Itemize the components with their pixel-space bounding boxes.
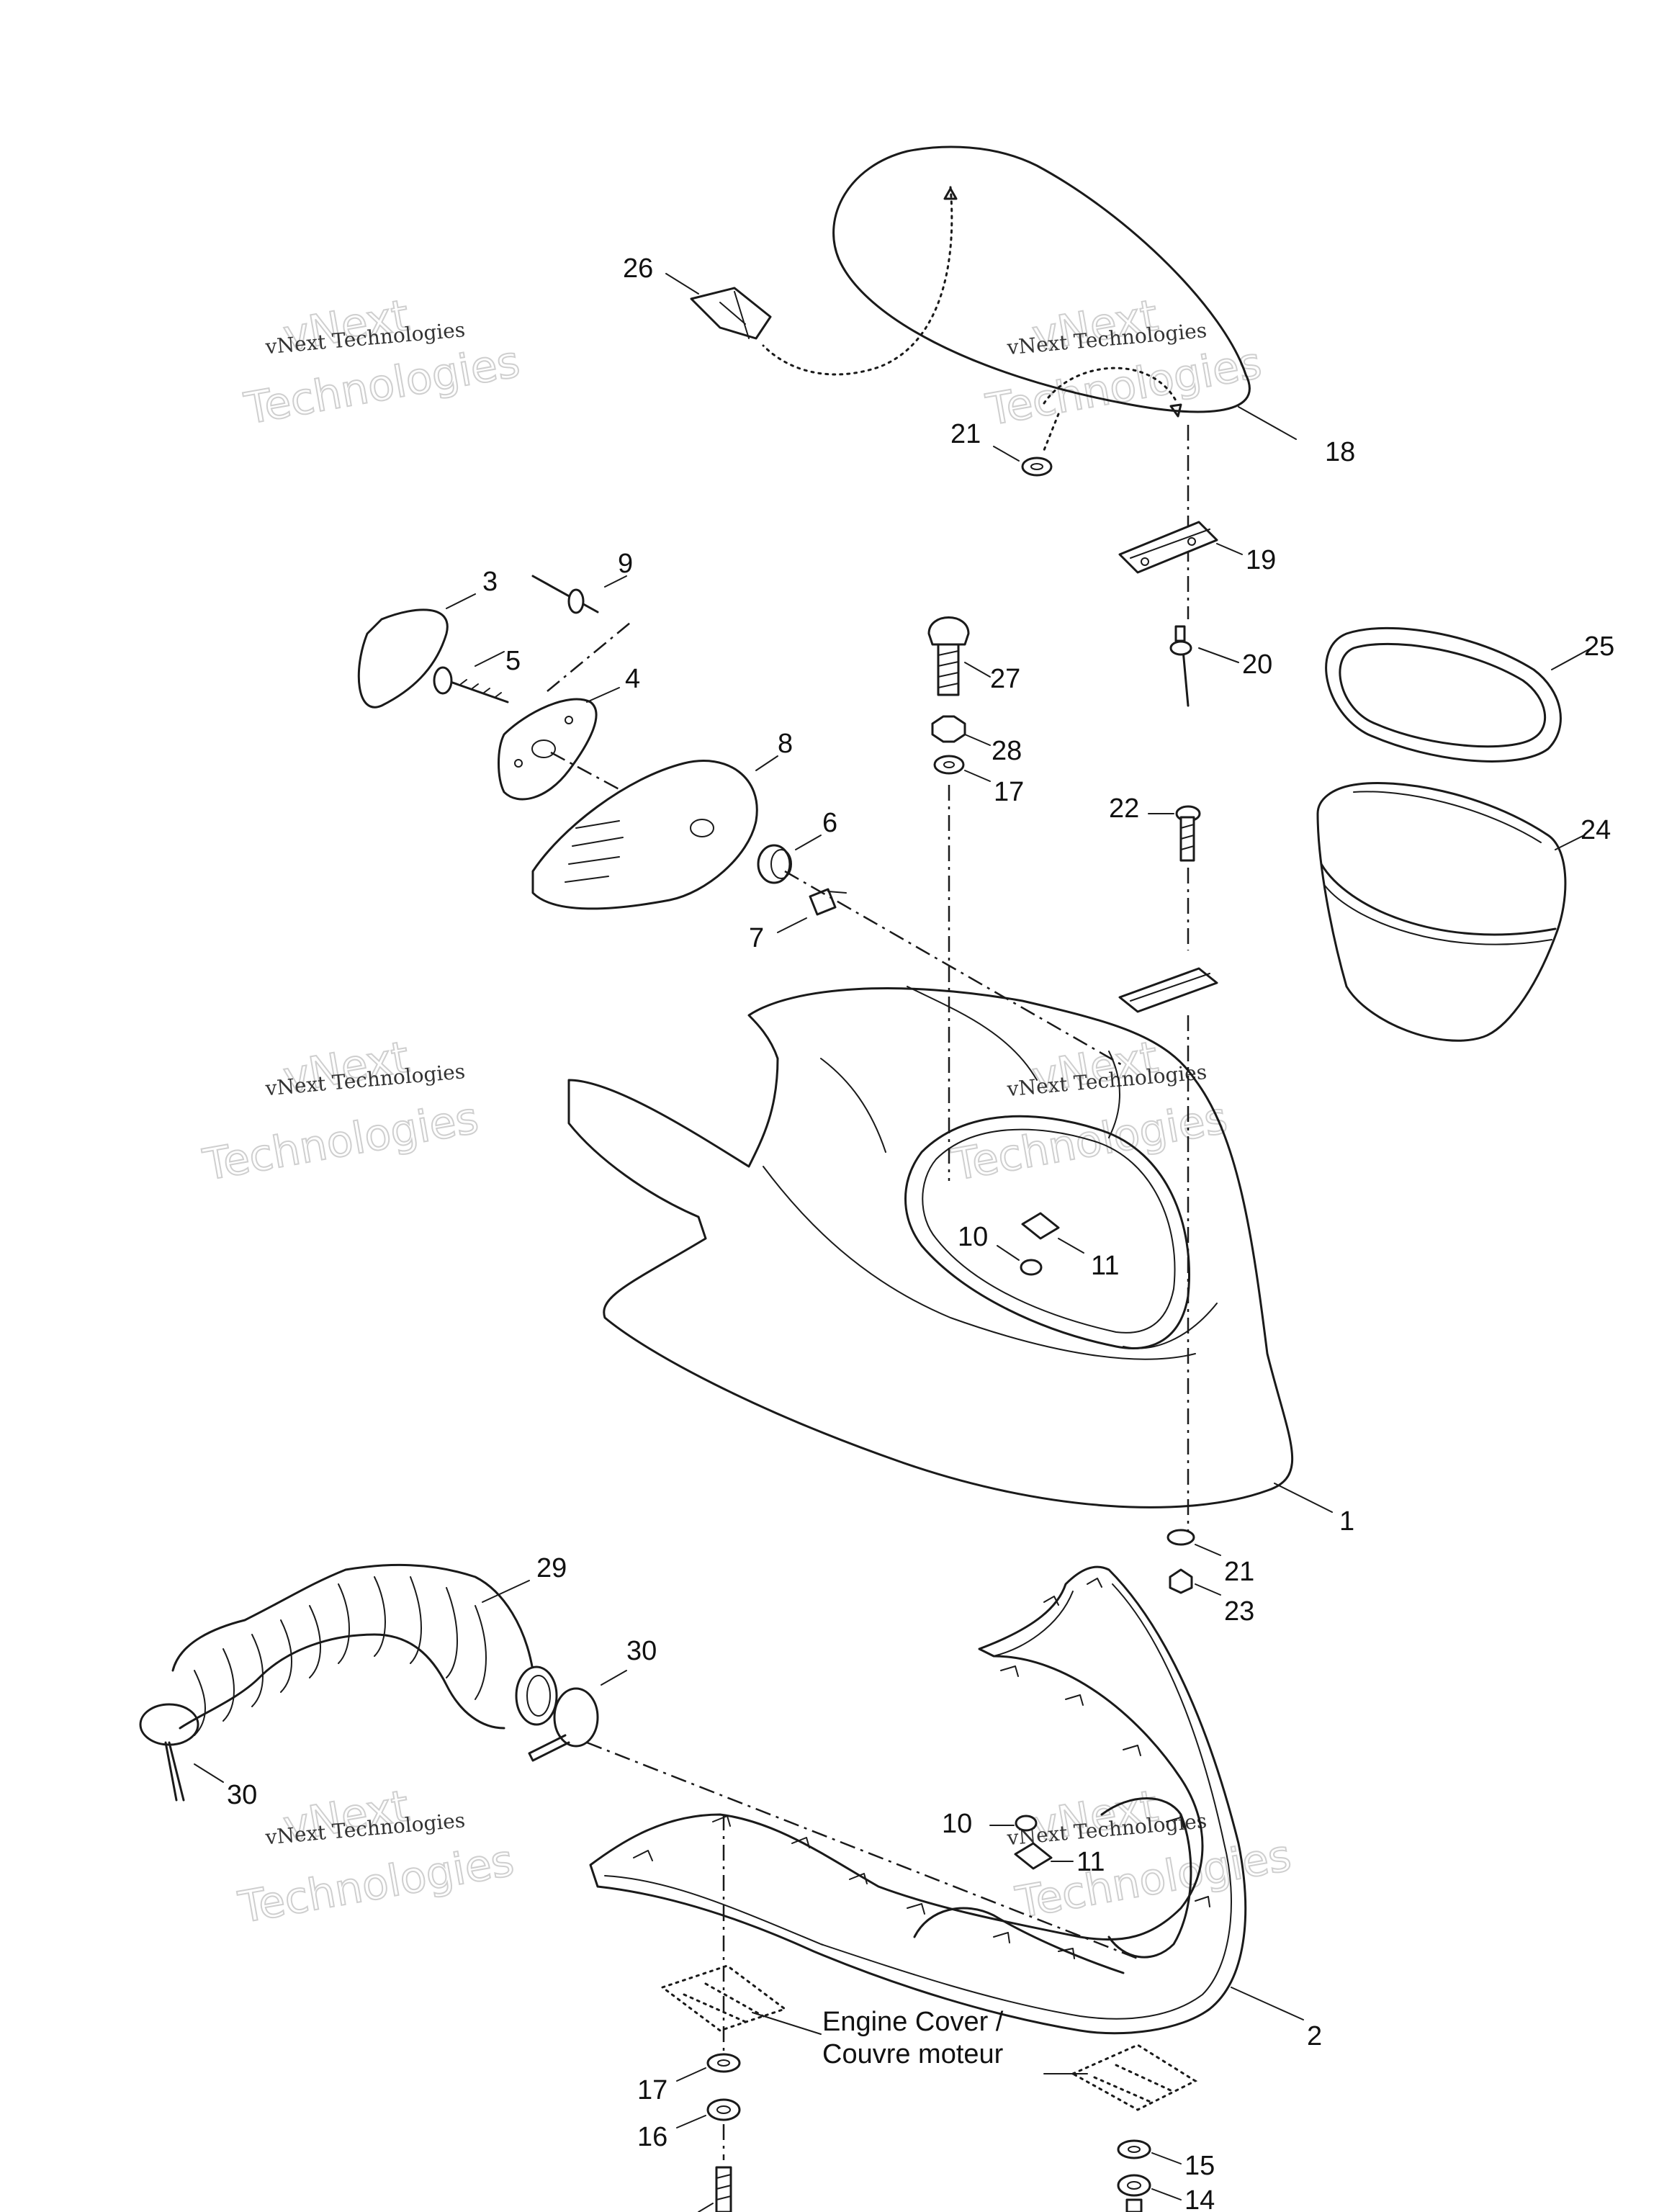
part-3-lens: [357, 608, 449, 709]
part-16-washer: [706, 2098, 741, 2121]
part-17-washer-bottom: [706, 2053, 741, 2073]
part-27-bolt: [927, 616, 970, 696]
label-21-top: 21: [950, 419, 981, 449]
label-30-left: 30: [227, 1780, 257, 1810]
stud-right: [1125, 2198, 1143, 2212]
part-22-screw: [1175, 805, 1201, 862]
part-25-seal: [1325, 626, 1562, 763]
part-30-tie-right: [528, 1687, 599, 1762]
label-16: 16: [637, 2122, 667, 2152]
label-29: 29: [536, 1553, 567, 1583]
label-14: 14: [1184, 2185, 1215, 2212]
watermark-big-text: Technologies: [199, 1093, 482, 1191]
engine-cover-pad-left: [660, 1964, 788, 2032]
watermark-big-text: Technologies: [235, 1835, 518, 1933]
part-23-nut: [1169, 1568, 1193, 1594]
label-15: 15: [1184, 2151, 1215, 2181]
part-10-nut-top: [1020, 1259, 1043, 1276]
engine-cover-pad-right: [1070, 2044, 1198, 2111]
stud-left: [715, 2166, 732, 2212]
label-10-bottom: 10: [942, 1809, 972, 1839]
label-24: 24: [1581, 815, 1611, 845]
label-17-top: 17: [994, 777, 1024, 807]
hinge-lower: [1118, 967, 1218, 1013]
part-10-nut-bottom: [1015, 1815, 1038, 1832]
part-7-wing-nut: [809, 888, 847, 916]
part-21-washer-bottom: [1166, 1529, 1195, 1546]
part-9-rivet: [531, 575, 599, 614]
part-5-screw: [433, 666, 509, 703]
label-8: 8: [778, 729, 793, 759]
label-18: 18: [1325, 437, 1355, 467]
part-11-clip-top: [1021, 1212, 1060, 1240]
label-7: 7: [749, 923, 764, 953]
part-30-tie-left: [139, 1703, 199, 1802]
part-4-bracket: [498, 698, 598, 801]
engine-cover-caption-line1: Engine Cover /: [822, 2007, 1004, 2037]
part-8-vent-housing: [531, 760, 758, 910]
part-28-nut: [931, 715, 966, 743]
part-17-washer-top: [933, 755, 965, 775]
label-11-top: 11: [1091, 1251, 1119, 1281]
part-6-ring: [757, 844, 792, 884]
label-2: 2: [1307, 2021, 1322, 2051]
part-24-bin: [1316, 782, 1567, 1042]
label-28: 28: [992, 736, 1022, 766]
part-26-latch: [665, 273, 772, 340]
part-11-clip-bottom: [1014, 1842, 1053, 1870]
label-3: 3: [482, 567, 498, 597]
label-9: 9: [618, 549, 633, 579]
label-22: 22: [1109, 793, 1139, 824]
part-21-washer-top: [1021, 457, 1053, 477]
label-23: 23: [1224, 1596, 1254, 1627]
engine-cover-caption-line2: Couvre moteur: [822, 2039, 1004, 2069]
part-2-lower-hull: [589, 1565, 1247, 2035]
label-19: 19: [1246, 545, 1276, 575]
part-19-hinge: [1118, 521, 1218, 574]
label-21-bottom: 21: [1224, 1557, 1254, 1587]
label-5: 5: [505, 646, 521, 676]
label-6: 6: [822, 808, 837, 838]
label-10-top: 10: [958, 1222, 988, 1252]
label-25: 25: [1584, 631, 1614, 662]
part-20-rivet: [1169, 625, 1192, 707]
label-1: 1: [1339, 1506, 1354, 1537]
watermark-mid-right: Technologies vNext: [948, 1031, 1232, 1192]
label-26: 26: [623, 253, 653, 284]
label-11-bottom: 11: [1076, 1847, 1105, 1877]
part-14-washer: [1117, 2174, 1151, 2197]
watermark-mid-left: Technologies vNext: [199, 1031, 483, 1192]
label-20: 20: [1242, 649, 1272, 680]
label-27: 27: [990, 664, 1020, 694]
part-15-washer: [1117, 2139, 1151, 2159]
part-18-cover: [762, 145, 1251, 451]
part-1-deck: [567, 986, 1294, 1509]
label-17-bottom: 17: [637, 2075, 667, 2105]
label-30-right: 30: [626, 1636, 657, 1666]
part-labels: 18 26 21 19 20 25 24 3 9 5 4 8 6 7 27 28…: [227, 253, 1614, 2212]
part-29-bellows: [171, 1563, 558, 1736]
label-4: 4: [625, 664, 640, 694]
